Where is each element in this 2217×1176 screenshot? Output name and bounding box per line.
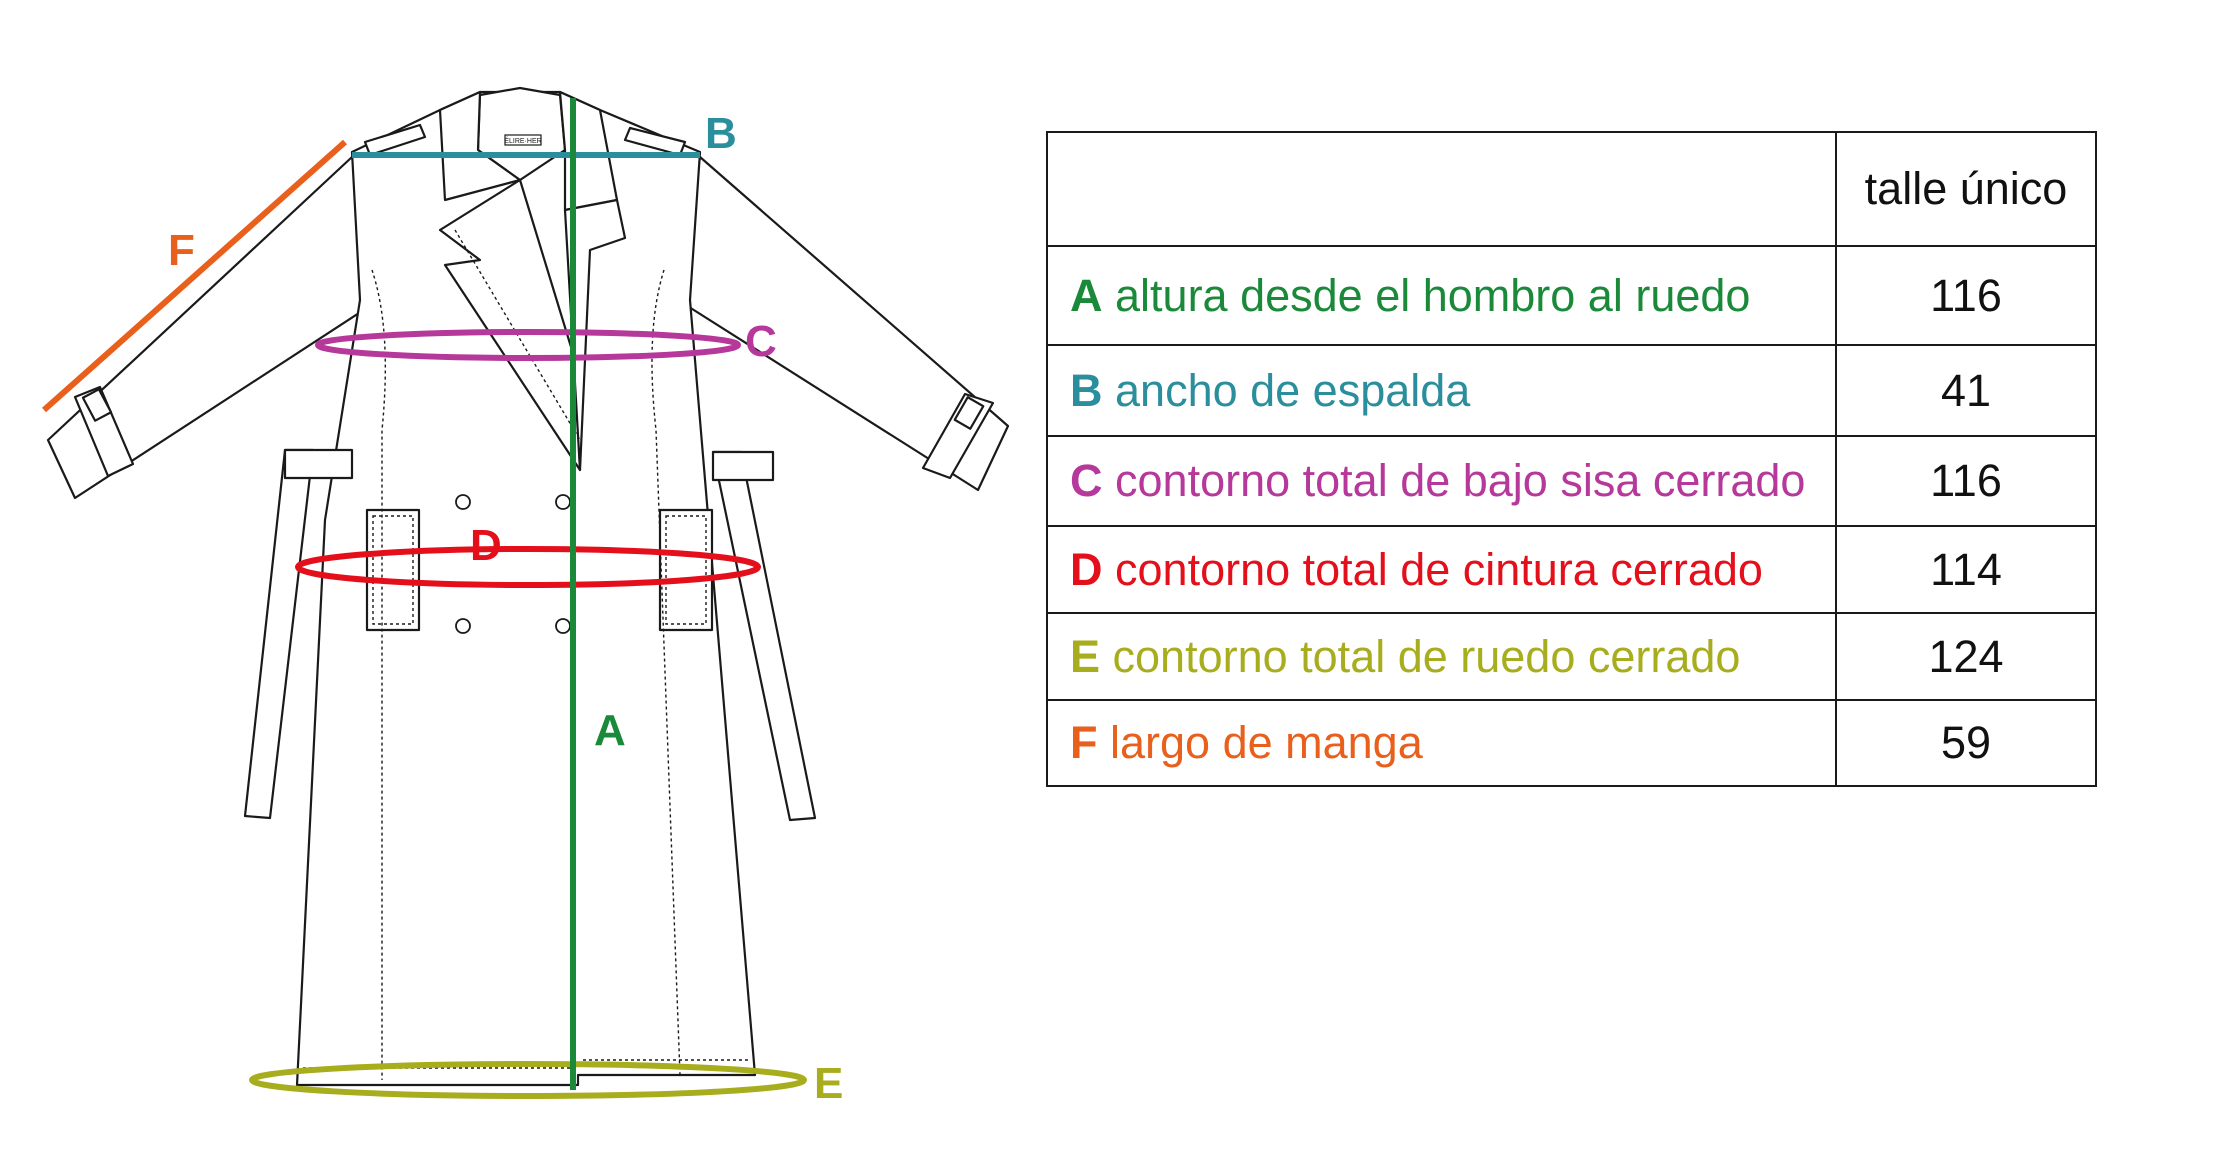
row-a-description: altura desde el hombro al ruedo (1115, 269, 1751, 321)
belt-tail-left (243, 448, 315, 820)
table-header-row: talle único (1046, 131, 2097, 247)
row-b-letter: B (1070, 364, 1103, 416)
label-a: A (594, 706, 626, 755)
row-a-letter: A (1070, 269, 1103, 321)
cuff-buckle-left (81, 388, 113, 422)
row-d-letter: D (1070, 543, 1103, 595)
collar-left (438, 90, 522, 202)
label-b: B (705, 109, 737, 158)
label-c: C (745, 317, 777, 366)
table-row: F largo de manga 59 (1046, 699, 2097, 787)
brand-tag: ÉLIRE·HER (504, 136, 541, 145)
belt-loop-left (283, 448, 354, 480)
row-f-description: largo de manga (1110, 717, 1423, 768)
table-row: D contorno total de cintura cerrado 114 (1046, 525, 2097, 614)
row-d-label: D contorno total de cintura cerrado (1046, 525, 1837, 614)
coat-technical-drawing: ÉLIRE·HER A B C D E F (42, 86, 1010, 1108)
belt-loop-right (711, 450, 775, 482)
table-row: C contorno total de bajo sisa cerrado 11… (1046, 435, 2097, 527)
size-table: talle único A altura desde el hombro al … (1046, 131, 2097, 787)
lapel-right (563, 198, 627, 472)
row-a-label: A altura desde el hombro al ruedo (1046, 245, 1837, 346)
row-e-value: 124 (1835, 612, 2097, 701)
table-row: A altura desde el hombro al ruedo 116 (1046, 245, 2097, 346)
table-row: B ancho de espalda 41 (1046, 344, 2097, 437)
label-e: E (814, 1059, 843, 1108)
epaulette-left (363, 123, 427, 157)
row-e-description: contorno total de ruedo cerrado (1112, 630, 1741, 682)
pocket-right (658, 508, 714, 632)
row-c-letter: C (1070, 455, 1103, 506)
pocket-left (365, 508, 421, 632)
row-b-label: B ancho de espalda (1046, 344, 1837, 437)
row-e-letter: E (1070, 630, 1101, 682)
table-header-size: talle único (1835, 131, 2097, 247)
row-b-description: ancho de espalda (1115, 364, 1471, 416)
table-row: E contorno total de ruedo cerrado 124 (1046, 612, 2097, 701)
row-a-value: 116 (1835, 245, 2097, 346)
row-f-letter: F (1070, 717, 1098, 768)
label-d: D (470, 521, 502, 570)
row-d-description: contorno total de cintura cerrado (1115, 543, 1763, 595)
row-f-label: F largo de manga (1046, 699, 1837, 787)
collar-right (558, 90, 619, 212)
row-c-value: 116 (1835, 435, 2097, 527)
measure-line-f (42, 139, 347, 413)
row-c-description: contorno total de bajo sisa cerrado (1115, 455, 1806, 506)
row-c-label: C contorno total de bajo sisa cerrado (1046, 435, 1837, 527)
cuff-buckle-right (953, 396, 985, 430)
label-f: F (168, 226, 195, 275)
row-e-label: E contorno total de ruedo cerrado (1046, 612, 1837, 701)
coat-buttons (455, 494, 571, 634)
row-f-value: 59 (1835, 699, 2097, 787)
measure-line-c (315, 329, 741, 361)
row-b-value: 41 (1835, 344, 2097, 437)
measure-line-e (249, 1061, 807, 1099)
row-d-value: 114 (1835, 525, 2097, 614)
measure-line-d (295, 546, 761, 588)
table-header-empty (1046, 131, 1837, 247)
